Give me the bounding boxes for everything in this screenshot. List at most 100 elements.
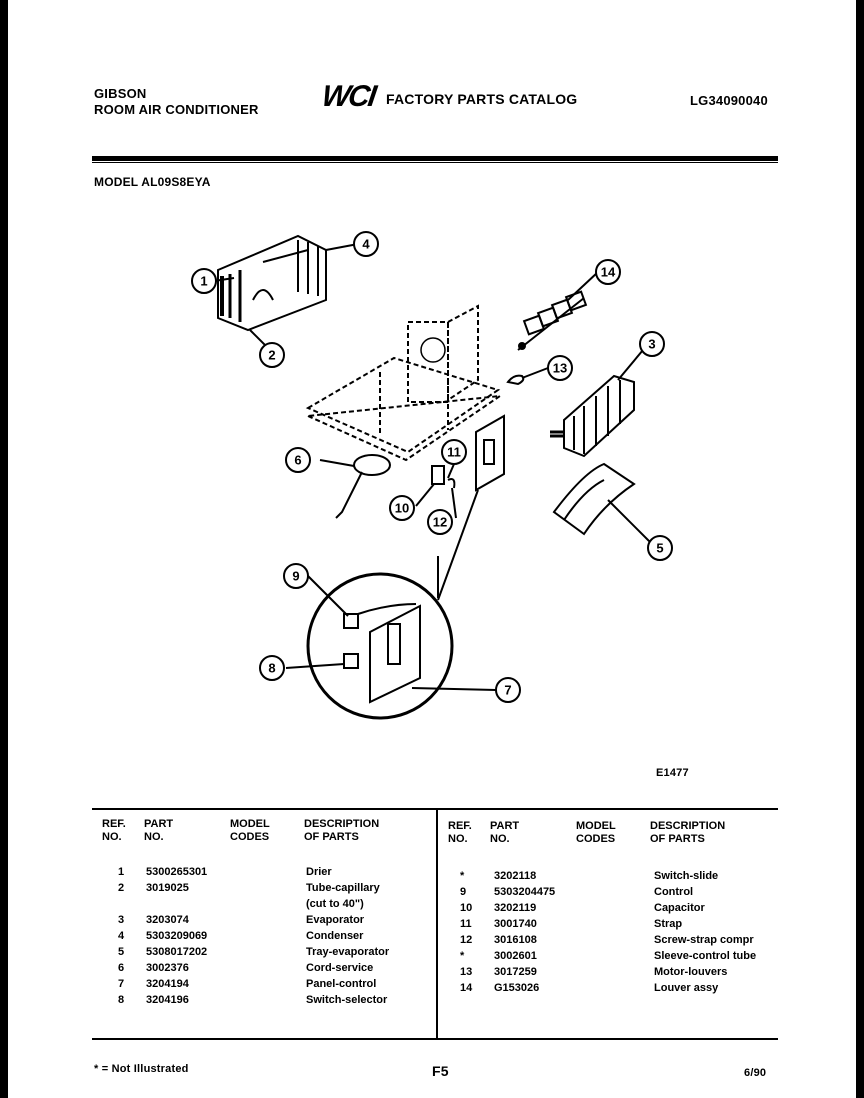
callout-14: 14 (601, 265, 616, 280)
left-ref-column: 1 2 3 4 5 6 7 8 (118, 864, 124, 1008)
panel-control-detail (369, 604, 421, 704)
callout-4: 4 (362, 237, 370, 252)
tray-evaporator-drawing (552, 462, 636, 536)
switch-selector-detail (343, 653, 359, 669)
louver-assy-drawing (517, 290, 588, 351)
table-cell: 5 (118, 946, 125, 958)
catalog-title: FACTORY PARTS CATALOG (386, 91, 578, 107)
left-desc-column: Drier Tube-capillary (cut to 40") Evapor… (306, 864, 389, 1008)
table-cell: G153026 (494, 982, 540, 994)
evaporator-drawing (550, 374, 635, 458)
table-cell: 1 (118, 866, 125, 878)
table-cell: Tray-evaporator (306, 946, 390, 958)
brand-block: GIBSON ROOM AIR CONDITIONER (94, 86, 259, 118)
table-cell: 2 (118, 882, 125, 894)
table-cell: 3204194 (146, 978, 189, 990)
table-cell: Cord-service (306, 962, 374, 974)
table-cell: Condenser (306, 930, 364, 942)
table-cell: (cut to 40") (306, 898, 364, 910)
table-cell: 10 (460, 902, 473, 914)
table-cell: 3017259 (494, 966, 537, 978)
service-cord-drawing (353, 454, 391, 476)
table-cell: 9 (460, 886, 467, 898)
table-cell: Evaporator (306, 914, 365, 926)
figure-number: E1477 (656, 767, 689, 779)
table-cell: * (460, 870, 465, 882)
table-cell: 14 (460, 982, 473, 994)
base-pan-drawing (304, 304, 501, 462)
strap-drawing (447, 478, 456, 489)
table-cell: Louver assy (654, 982, 719, 994)
right-ref-column: * 9 10 11 12 * 13 14 (460, 868, 472, 996)
table-cell: Motor-louvers (654, 966, 728, 978)
print-date: 6/90 (744, 1067, 767, 1079)
table-cell: 4 (118, 930, 125, 942)
page-number: F5 (432, 1063, 449, 1079)
table-cell: 5300265301 (146, 866, 208, 878)
table-cell: * (460, 950, 465, 962)
table-cell: 3019025 (146, 882, 189, 894)
table-cell: Strap (654, 918, 683, 930)
callout-3: 3 (648, 337, 655, 352)
product-name: ROOM AIR CONDITIONER (94, 102, 259, 117)
parts-catalog-page: GIBSON ROOM AIR CONDITIONER WCI FACTORY … (8, 0, 856, 1098)
left-part-column: 5300265301 3019025 3203074 5303209069 53… (146, 864, 207, 1008)
callout-8: 8 (268, 661, 275, 676)
table-cell: 5303204475 (494, 886, 556, 898)
table-cell: Panel-control (306, 978, 377, 990)
table-cell: 3204196 (146, 994, 189, 1006)
table-cell: Screw-strap compr (654, 934, 754, 946)
table-bottom-rule (92, 1038, 778, 1040)
capacitor-drawing (431, 465, 445, 485)
table-cell: Sleeve-control tube (654, 950, 757, 962)
header-ref-no: REF.NO. (102, 818, 126, 843)
table-cell: Control (654, 886, 694, 898)
header-rule-thin (92, 162, 778, 163)
callout-6: 6 (294, 453, 301, 468)
callout-2: 2 (268, 348, 275, 363)
callout-5: 5 (656, 541, 663, 556)
table-cell: Capacitor (654, 902, 705, 914)
table-cell: 3202119 (494, 902, 537, 914)
header-rule (92, 156, 778, 161)
callout-12: 12 (433, 515, 447, 530)
catalog-number: LG34090040 (690, 93, 768, 108)
condenser-drawing (217, 234, 327, 332)
brand-name: GIBSON (94, 86, 147, 101)
callout-9: 9 (292, 569, 299, 584)
table-cell: Switch-slide (654, 870, 719, 882)
table-cell (118, 896, 124, 912)
table-cell: 6 (118, 962, 125, 974)
table-cell: 3016108 (494, 934, 537, 946)
table-cell (146, 896, 207, 912)
table-cell: 12 (460, 934, 473, 946)
exploded-parts-diagram: 1 2 3 4 5 6 7 8 9 10 11 12 13 14 (191, 231, 673, 720)
right-desc-column: Switch-slide Control Capacitor Strap Scr… (654, 868, 756, 996)
callout-13: 13 (553, 361, 567, 376)
footnote: * = Not Illustrated (94, 1063, 189, 1075)
table-cell: 3002601 (494, 950, 537, 962)
motor-louvers-drawing (506, 374, 525, 386)
callout-1: 1 (200, 274, 207, 289)
model-number: MODEL AL09S8EYA (94, 175, 211, 189)
table-cell: 5303209069 (146, 930, 208, 942)
header-ref-no-right: REF.NO. (448, 820, 472, 845)
table-cell: Switch-selector (306, 994, 388, 1006)
table-cell: 3202118 (494, 870, 537, 882)
detail-circle (306, 572, 454, 720)
right-part-column: 3202118 5303204475 3202119 3001740 30161… (494, 868, 555, 996)
table-cell: 13 (460, 966, 473, 978)
table-cell: 3203074 (146, 914, 189, 926)
table-cell: Tube-capillary (306, 882, 380, 894)
table-top-rule (92, 808, 778, 810)
table-cell: 11 (460, 918, 472, 930)
control-detail (343, 613, 359, 629)
callout-7: 7 (504, 683, 511, 698)
table-cell: 3001740 (494, 918, 537, 930)
